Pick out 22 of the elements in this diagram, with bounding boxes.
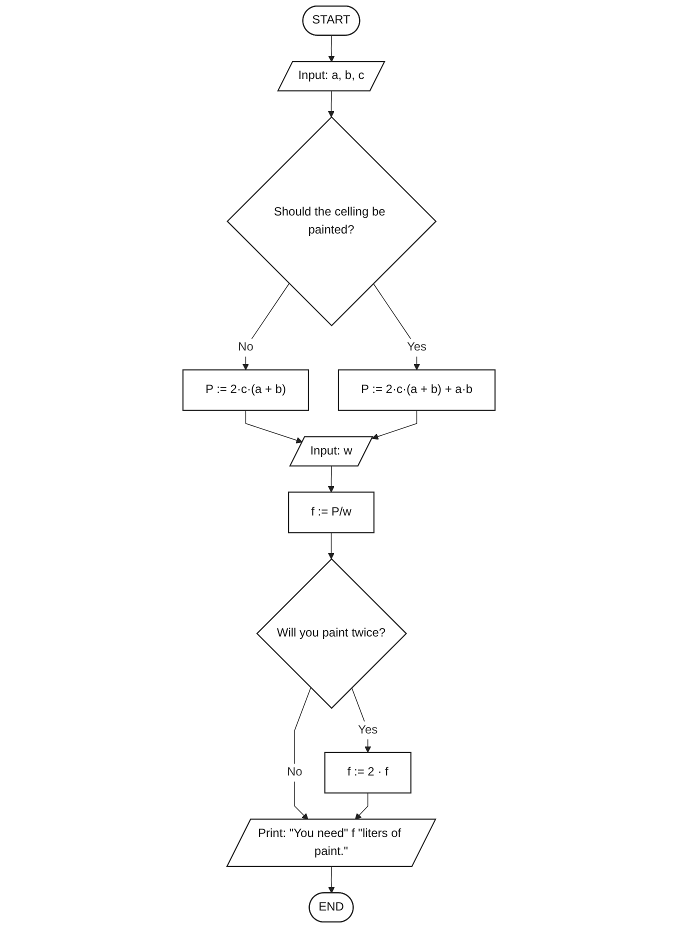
node-box: f := 2 · f: [324, 752, 412, 794]
arrow: [372, 283, 420, 370]
arrow: [354, 792, 368, 820]
edge-label: Yes: [406, 340, 427, 354]
arrow: [351, 687, 372, 753]
node-box: P := 2·c·(a + b) + a·b: [338, 369, 496, 411]
node-box: P := 2·c·(a + b): [182, 369, 310, 411]
arrow: [328, 90, 335, 118]
arrow: [328, 466, 335, 492]
arrow: [328, 532, 335, 560]
arrow: [328, 866, 335, 894]
edge-label: No: [286, 766, 302, 779]
arrow: [328, 35, 335, 62]
arrow: [294, 687, 312, 820]
edge-label: No: [238, 340, 254, 354]
edge-label: Yes: [358, 724, 378, 736]
node-diamond: Should the celling be painted?: [226, 116, 437, 326]
arrow: [372, 410, 418, 440]
node-diamond: Will you paint twice?: [256, 558, 408, 709]
arrow: [245, 410, 303, 444]
node-box: f := P/w: [288, 492, 374, 534]
arrow: [242, 283, 290, 370]
